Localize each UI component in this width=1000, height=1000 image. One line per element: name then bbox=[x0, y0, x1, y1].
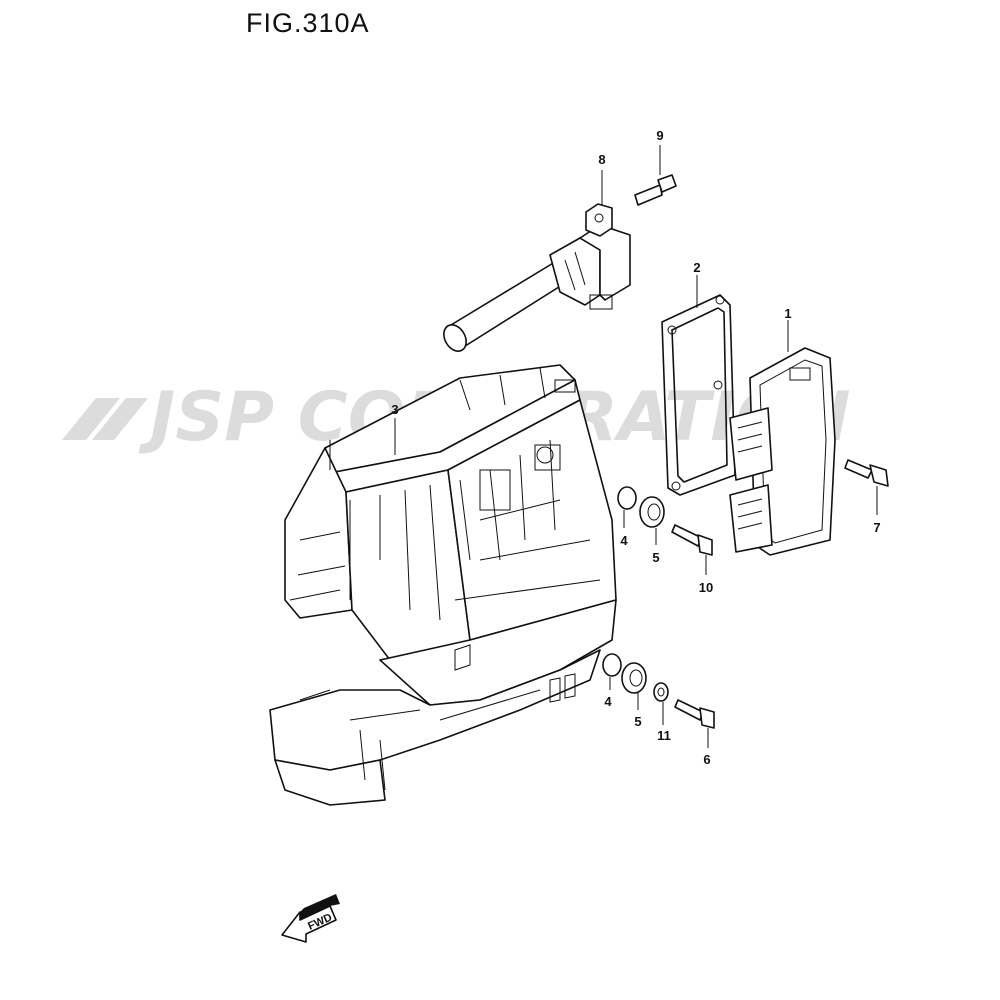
part-10-bolt bbox=[671, 524, 703, 547]
callout-9: 9 bbox=[656, 128, 663, 143]
figure-title: FIG.310A bbox=[246, 8, 370, 38]
callout-4-lower: 4 bbox=[604, 694, 612, 709]
part-11-washer bbox=[653, 682, 669, 702]
callouts: 1 2 3 4 4 5 5 6 7 8 9 10 11 bbox=[391, 128, 880, 767]
part-6-bolt bbox=[674, 699, 704, 721]
part-4-collar-upper bbox=[617, 486, 637, 510]
lower-grommet-set bbox=[602, 653, 715, 729]
watermark-logo-icon bbox=[62, 398, 148, 440]
callout-6: 6 bbox=[703, 752, 710, 767]
callout-10: 10 bbox=[699, 580, 713, 595]
callout-8: 8 bbox=[598, 152, 605, 167]
callout-2: 2 bbox=[693, 260, 700, 275]
part-5-grommet-upper bbox=[639, 496, 665, 528]
callout-1: 1 bbox=[784, 306, 791, 321]
part-4-collar-lower bbox=[602, 653, 622, 677]
part-9-screw bbox=[634, 174, 677, 206]
leader-lines bbox=[394, 145, 878, 748]
part-3-bracket bbox=[269, 364, 617, 806]
fwd-arrow-icon: FWD bbox=[281, 894, 340, 943]
callout-4-upper: 4 bbox=[620, 533, 628, 548]
callout-11: 11 bbox=[657, 728, 671, 743]
callout-7: 7 bbox=[873, 520, 880, 535]
part-5-grommet-lower bbox=[621, 662, 647, 694]
callout-5-lower: 5 bbox=[634, 714, 641, 729]
callout-5-upper: 5 bbox=[652, 550, 659, 565]
part-8-ignition-coil bbox=[443, 203, 631, 352]
part-7-bolt bbox=[844, 459, 889, 487]
part-1-ecu bbox=[729, 347, 836, 556]
upper-grommet-set bbox=[617, 486, 713, 556]
callout-3: 3 bbox=[391, 402, 398, 417]
